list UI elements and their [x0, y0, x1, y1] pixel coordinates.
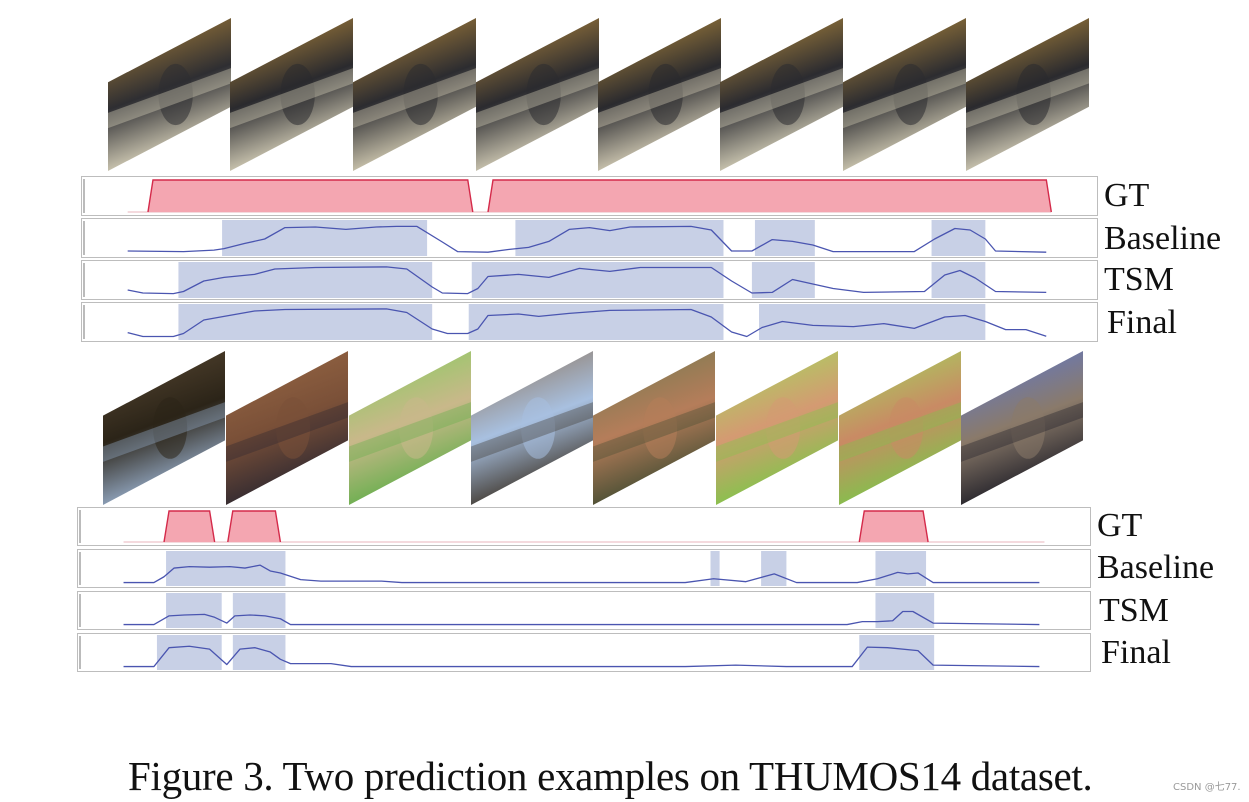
video-frame: [103, 351, 225, 505]
video-frame: [839, 351, 961, 505]
video-frame: [471, 351, 593, 505]
track-tsm-2: [77, 591, 1091, 630]
track-gt: [81, 176, 1098, 216]
video-frame: [593, 351, 715, 505]
track-baseline: [81, 218, 1098, 258]
row-label-gt-2: GT: [1097, 507, 1143, 544]
video-frame: [349, 351, 471, 505]
frame-strip-1: [0, 0, 1249, 175]
row-label-baseline-2: Baseline: [1097, 549, 1215, 586]
example-2: [0, 345, 1249, 685]
figure-caption: Figure 3. Two prediction examples on THU…: [128, 753, 1093, 799]
track-baseline-2: [77, 549, 1091, 588]
watermark: CSDN @七77.: [1173, 782, 1241, 793]
video-frame: [966, 18, 1089, 171]
video-frame: [108, 18, 231, 171]
row-label-baseline: Baseline: [1104, 220, 1222, 257]
video-frame: [598, 18, 721, 171]
video-frame: [226, 351, 348, 505]
video-frame: [476, 18, 599, 171]
row-label-final-2: Final: [1101, 634, 1171, 671]
row-label-final: Final: [1107, 304, 1177, 341]
video-frame: [843, 18, 966, 171]
track-tsm: [81, 260, 1098, 300]
video-frame: [961, 351, 1083, 505]
track-final-2: [77, 633, 1091, 672]
video-frame: [353, 18, 476, 171]
row-label-tsm: TSM: [1104, 261, 1174, 298]
row-label-tsm-2: TSM: [1099, 592, 1169, 629]
video-frame: [720, 18, 843, 171]
video-frame: [230, 18, 353, 171]
frame-strip-2: [0, 345, 1249, 505]
track-final: [81, 302, 1098, 342]
row-label-gt: GT: [1104, 177, 1150, 214]
track-gt-2: [77, 507, 1091, 546]
video-frame: [716, 351, 838, 505]
example-1: GT Baseline TSM Final: [0, 0, 1249, 345]
